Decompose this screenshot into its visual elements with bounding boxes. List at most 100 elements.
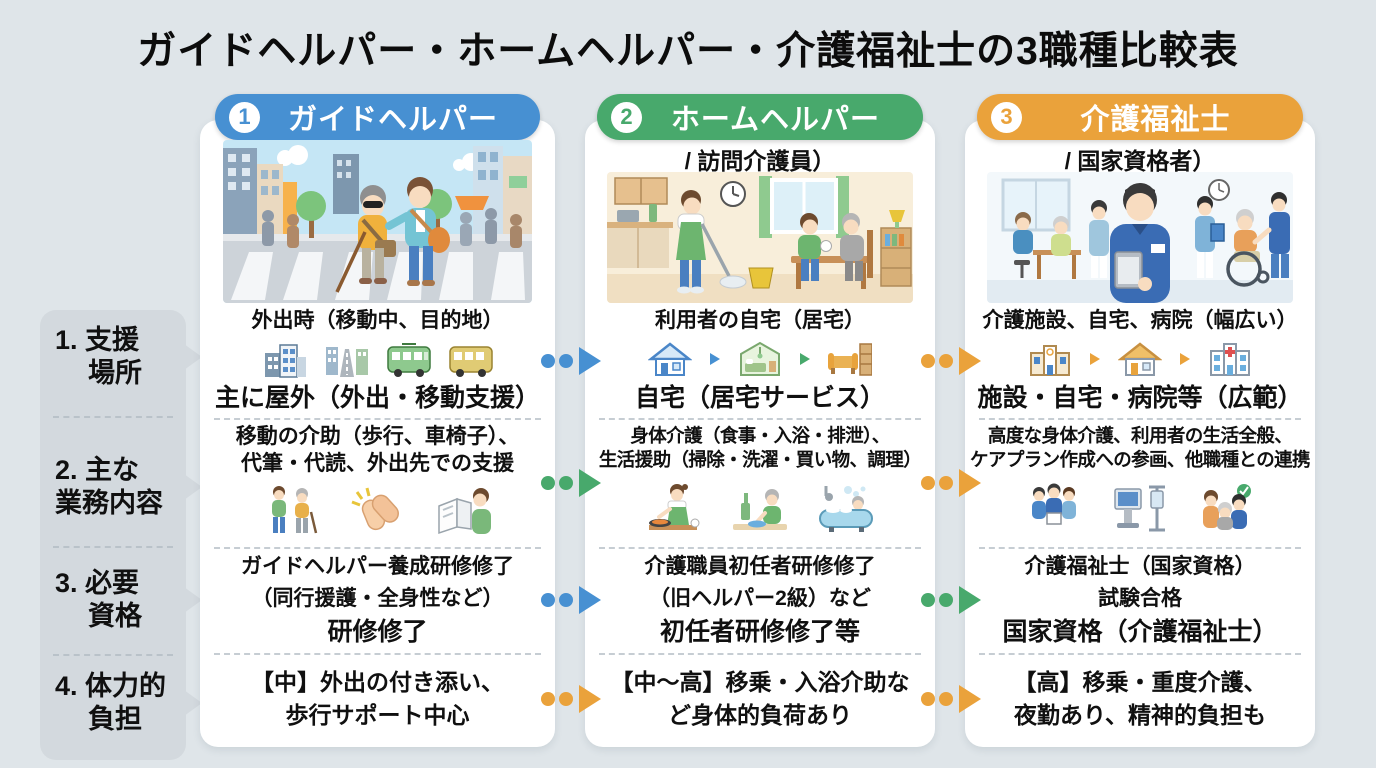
row-divider [979, 418, 1301, 420]
column-title: 介護福祉士 [1080, 104, 1231, 136]
qualification-line1: 介護職員初任者研修修了 [644, 555, 876, 579]
sidebar-pointer-icon [184, 690, 202, 716]
assist-hands-icon [350, 488, 399, 531]
sidebar-label-line: 1. 支援 [55, 325, 140, 355]
qualification-line2: （旧ヘルパー2級）など [649, 586, 871, 610]
facility-icon [1030, 344, 1070, 376]
sidebar-row-main-duties: 2. 主な 業務内容 [55, 454, 180, 521]
cleaning-icon [733, 489, 787, 531]
flow-arrow-icon [541, 586, 601, 614]
sidebar-label-line: 場所 [88, 358, 142, 389]
column-subtitle: / 訪問介護員） [684, 148, 836, 174]
bathing-icon [819, 486, 873, 533]
flow-arrow-icon [921, 685, 981, 713]
column-subtitle: / 国家資格者） [1064, 148, 1216, 174]
green-bus-icon [386, 342, 431, 377]
sidebar-pointer-icon [184, 587, 202, 613]
qualification-section: 介護職員初任者研修修了 （旧ヘルパー2級）など 初任者研修修了等 [585, 550, 935, 651]
support-place-icons [648, 341, 872, 377]
sidebar-divider [53, 654, 173, 656]
home-care-illustration [607, 172, 913, 303]
sidebar-row-support-place: 1. 支援 場所 [55, 324, 180, 391]
walking-guide-icon [271, 486, 317, 534]
support-place-icons [262, 339, 494, 379]
flow-arrow-icon [921, 586, 981, 614]
street-crossing-illustration [223, 140, 532, 303]
flow-arrow-icon [541, 685, 601, 713]
home-care-scene-icon [607, 172, 913, 303]
burden-line1: 【中】外出の付き添い、 [251, 668, 504, 695]
number-2-badge: 2 [611, 101, 642, 133]
guide-helper-header: 1 ガイドヘルパー [215, 94, 540, 140]
cooking-icon [649, 484, 700, 531]
qualification-line1: ガイドヘルパー養成研修修了 [241, 555, 514, 579]
qualification-line3: 初任者研修修了等 [659, 617, 860, 646]
support-place-top-text: 介護施設、自宅、病院（幅広い） [982, 309, 1298, 332]
duties-text-line1: 移動の介助（歩行、車椅子）、 [235, 425, 520, 448]
burden-line1: 【中〜高】移乗・入浴介助な [610, 668, 910, 695]
support-place-top-text: 外出時（移動中、目的地） [251, 309, 504, 332]
burden-section: 【中〜高】移乗・入浴介助な ど身体的負荷あり [585, 656, 935, 742]
column-title: ガイドヘルパー [287, 104, 498, 136]
burden-line1: 【高】移乗・重度介護、 [1013, 668, 1267, 695]
support-place-section: 利用者の自宅（居宅） [585, 306, 935, 416]
burden-section: 【高】移乗・重度介護、 夜勤あり、精神的負担も [965, 656, 1315, 742]
row-divider [979, 547, 1301, 549]
medical-equipment-icon [1114, 485, 1165, 532]
mini-arrow-icon [1180, 352, 1190, 365]
support-place-bottom-text: 自宅（居宅サービス） [634, 384, 885, 412]
house-icon [648, 342, 692, 376]
sidebar-row-qualification: 3. 必要 資格 [55, 567, 180, 634]
support-place-bottom-text: 施設・自宅・病院等（広範） [977, 384, 1303, 412]
flow-arrow-icon [541, 469, 601, 497]
column-home-helper: 2 ホームヘルパー / 訪問介護員） [585, 94, 935, 747]
duties-section: 移動の介助（歩行、車椅子）、 代筆・代読、外出先での支援 [200, 421, 555, 545]
bedroom-icon [740, 341, 780, 376]
mini-arrow-icon [1090, 352, 1100, 365]
row-divider [599, 418, 921, 420]
column-guide-helper: 1 ガイドヘルパー [200, 94, 555, 747]
care-team-icon [1032, 483, 1076, 532]
row-divider [599, 653, 921, 655]
family-support-icon [1203, 484, 1251, 531]
qualification-line3: 国家資格（介護福祉士） [1002, 617, 1278, 646]
qualification-line2: （同行援護・全身性など） [251, 586, 504, 610]
row-divider [979, 653, 1301, 655]
row-divider [214, 547, 541, 549]
support-place-bottom-text: 主に屋外（外出・移動支援） [214, 384, 540, 412]
qualification-line2: 試験合格 [1098, 586, 1182, 610]
row-divider [214, 653, 541, 655]
street-crossing-scene-icon [223, 140, 532, 303]
qualification-line1: 介護福祉士（国家資格） [1024, 555, 1256, 579]
duties-section: 身体介護（食事・入浴・排泄）、 生活援助（掃除・洗濯・買い物、調理） [585, 421, 935, 545]
duties-text-line1: 身体介護（食事・入浴・排泄）、 [630, 425, 890, 446]
sidebar-label-line: 負担 [88, 704, 142, 735]
duties-text-line1: 高度な身体介護、利用者の生活全般、 [987, 425, 1293, 446]
qualification-section: ガイドヘルパー養成研修修了 （同行援護・全身性など） 研修修了 [200, 550, 555, 651]
column-care-worker: 3 介護福祉士 / 国家資格者） [965, 94, 1315, 747]
yellow-bus-icon [448, 346, 493, 377]
house-icon [1118, 342, 1162, 376]
duties-text-line2: 代筆・代読、外出先での支援 [241, 451, 514, 475]
row-divider [599, 547, 921, 549]
flow-arrow-icon [921, 347, 981, 375]
sofa-shelf-icon [828, 343, 872, 376]
duties-text-line2: ケアプラン作成への参画、他職種との連携 [970, 448, 1311, 470]
reading-support-icon [437, 488, 491, 535]
duties-icons [645, 471, 875, 545]
city-street-icon [325, 346, 368, 377]
number-3-badge: 3 [991, 101, 1022, 133]
support-place-icons [1028, 341, 1252, 377]
sidebar-row-physical-burden: 4. 体力的 負担 [55, 670, 180, 737]
home-helper-header: 2 ホームヘルパー [597, 94, 923, 140]
mini-arrow-icon [710, 352, 720, 365]
sidebar-label-line: 4. 体力的 [55, 671, 167, 701]
flow-arrow-icon [541, 347, 601, 375]
mini-arrow-icon [800, 352, 810, 365]
qualification-line3: 研修修了 [327, 617, 428, 646]
flow-arrow-icon [921, 469, 981, 497]
support-place-section: 外出時（移動中、目的地） [200, 306, 555, 416]
burden-section: 【中】外出の付き添い、 歩行サポート中心 [200, 656, 555, 742]
care-worker-header: 3 介護福祉士 [977, 94, 1303, 140]
sidebar-divider [53, 416, 173, 418]
